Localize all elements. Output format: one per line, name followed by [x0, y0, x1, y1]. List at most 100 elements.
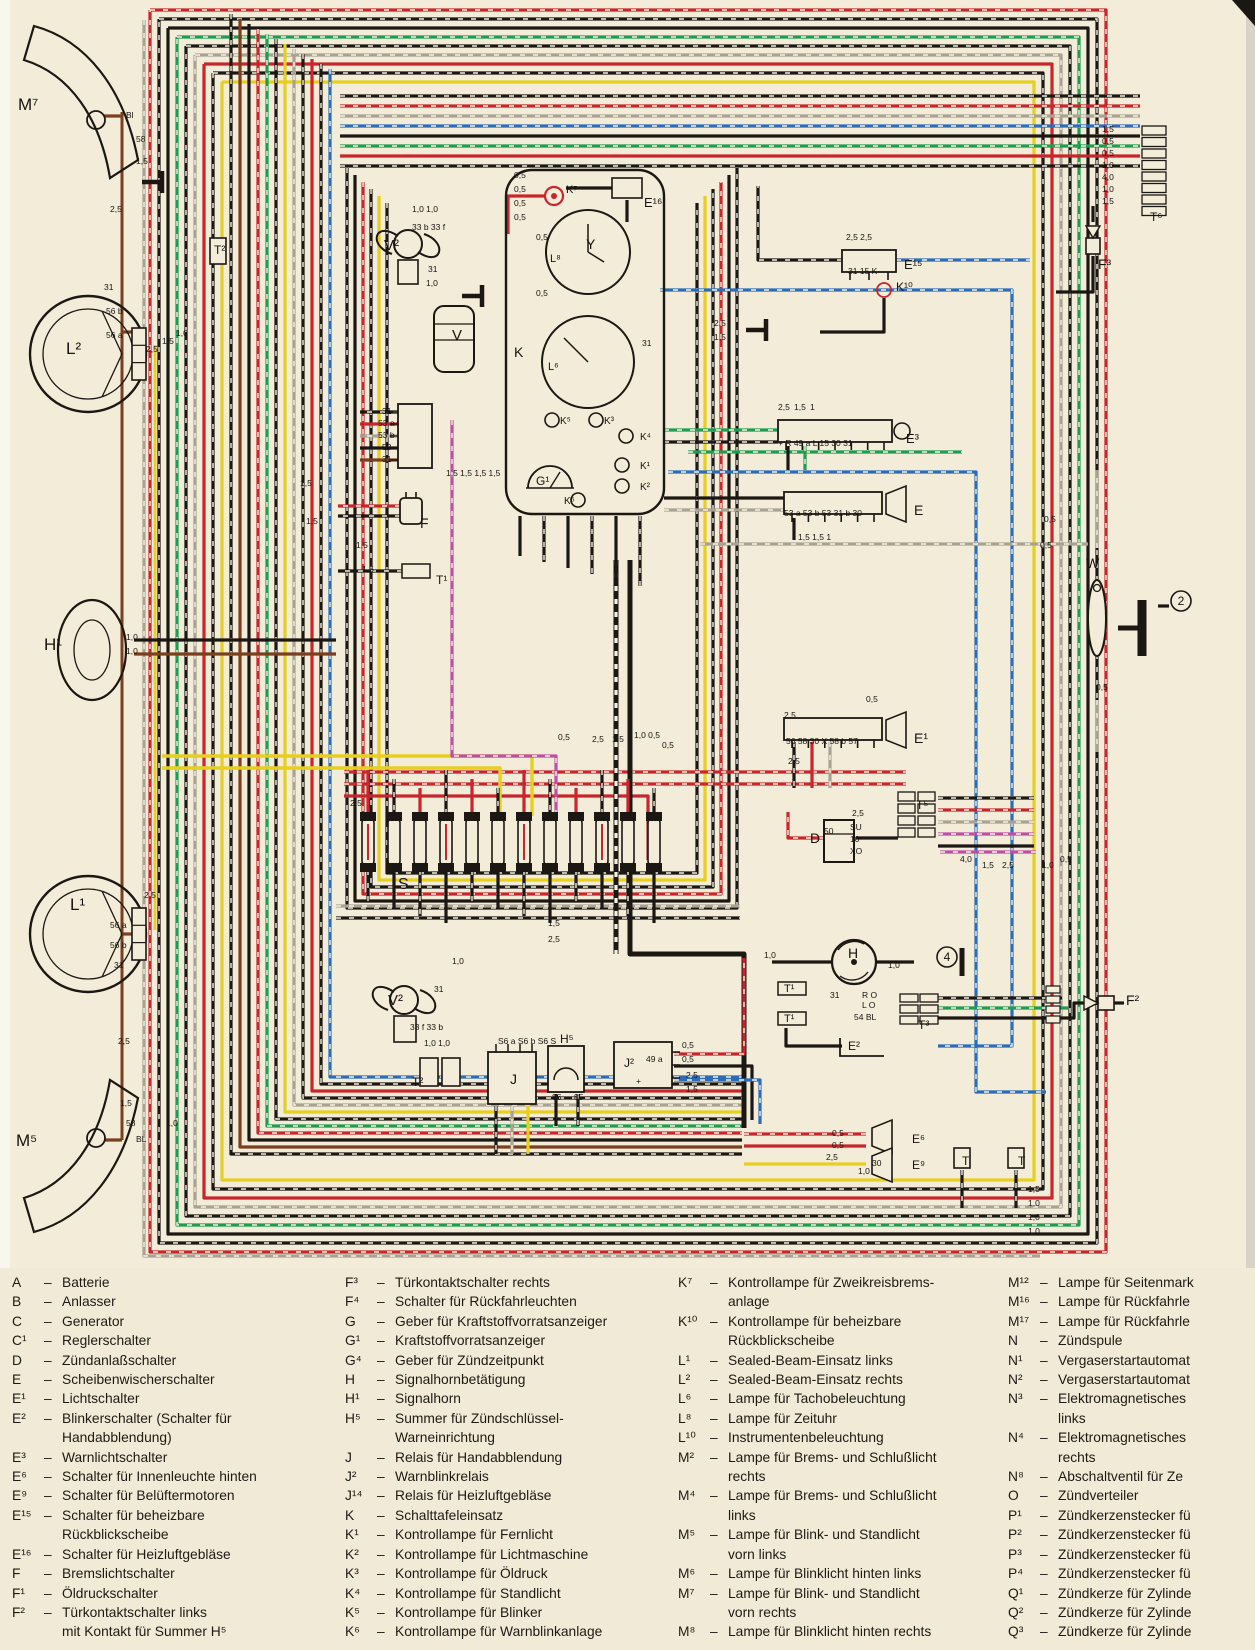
legend-dash: –	[710, 1566, 718, 1582]
terminal-label: 33 f 33 b	[410, 1022, 443, 1032]
wire-stripe	[293, 49, 742, 1106]
terminal-label: 56 a	[110, 920, 127, 930]
terminal-label: 1,5 1,5 1,5 1,5	[446, 468, 501, 478]
legend-description: Generator	[62, 1313, 125, 1329]
legend-entry: F¹–Öldruckschalter	[12, 1584, 334, 1603]
diagram-shape	[516, 812, 532, 821]
wire-stripe	[757, 186, 842, 261]
terminal-label: 2,5	[686, 1070, 698, 1080]
legend-dash: –	[710, 1449, 718, 1465]
legend-entry: J¹⁴–Relais für Heizluftgebläse	[345, 1486, 671, 1505]
legend-dash: –	[377, 1294, 385, 1310]
legend-symbol: K⁷	[678, 1275, 693, 1290]
legend-entry: K–Schalttafeleinsatz	[345, 1506, 671, 1525]
terminal-label: 1,5	[1102, 124, 1114, 134]
legend-description: Scheibenwischerschalter	[62, 1372, 215, 1388]
wire-stripe	[176, 36, 1080, 1226]
legend-description: Schalter für Innenleuchte hinten	[62, 1469, 257, 1485]
legend-description: Bremslichtschalter	[62, 1566, 175, 1582]
legend-description: Vergaserstartautomat	[1058, 1372, 1190, 1388]
speedometer-symbol	[541, 315, 635, 409]
legend-symbol: L⁸	[678, 1410, 692, 1426]
terminal-label: 1,0	[426, 278, 438, 288]
legend-dash: –	[44, 1391, 52, 1407]
terminal-label: 1,5	[1028, 1184, 1040, 1194]
legend-entry: O–Zündverteiler	[1008, 1486, 1255, 1505]
switch-knob	[871, 1146, 893, 1184]
terminal-label: 0,5	[832, 1140, 844, 1150]
diagram-shape	[386, 812, 402, 821]
diagram-shape	[542, 812, 558, 821]
switch-block	[783, 491, 883, 515]
terminal-label: 56 b	[106, 306, 123, 316]
reference-badge-number: 2	[1178, 594, 1185, 608]
terminal-label: 1,0	[1028, 1226, 1040, 1236]
legend-symbol: G¹	[345, 1333, 361, 1349]
wire	[283, 44, 742, 1114]
legend-symbol: N	[1008, 1333, 1018, 1349]
diagram-shape	[438, 812, 454, 821]
legend-entry: M⁸–Lampe für Blinklicht hinten rechts	[678, 1622, 1002, 1641]
legend-entry: G⁴–Geber für Zündzeitpunkt	[345, 1351, 671, 1370]
terminal-label: 2,5	[852, 808, 864, 818]
legend-dash: –	[1040, 1546, 1048, 1562]
legend-dash: –	[44, 1585, 52, 1601]
legend-entry: M⁷–Lampe für Blink- und Standlicht vorn …	[678, 1584, 1002, 1623]
legend-entry: L¹–Sealed-Beam-Einsatz links	[678, 1351, 1002, 1370]
legend-description: Kontrollampe für Fernlicht	[395, 1527, 553, 1543]
legend-symbol: J	[345, 1449, 352, 1465]
connector-cell	[1045, 1005, 1061, 1014]
connector-cell	[1141, 148, 1167, 159]
legend-description: Lampe für Tachobeleuchtung	[728, 1391, 906, 1407]
wire-stripe	[674, 958, 745, 1055]
terminal-label: 2,5	[548, 934, 560, 944]
legend-description: Zündkerzenstecker fü	[1058, 1566, 1191, 1582]
legend-symbol: M⁸	[678, 1624, 696, 1640]
diagram-shape	[837, 940, 865, 951]
legend-dash: –	[1040, 1507, 1048, 1523]
legend-description: Summer für Zündschlüssel- Warneinrichtun…	[395, 1410, 564, 1446]
terminal-label: 2,5	[826, 1152, 838, 1162]
legend-dash: –	[710, 1527, 718, 1543]
connector-cell	[897, 803, 916, 814]
terminal-label: 1,0	[126, 646, 138, 656]
legend-dash: –	[710, 1430, 718, 1446]
legend-entry: J²–Warnblinkrelais	[345, 1467, 671, 1486]
legend-description: Lampe für Blink- und Standlicht vorn lin…	[728, 1527, 920, 1562]
connector-cell	[441, 1057, 461, 1087]
terminal-label: 0,5	[682, 1040, 694, 1050]
legend-entry: N–Zündspule	[1008, 1331, 1255, 1350]
connector-cell	[897, 791, 916, 802]
diagram-shape	[360, 812, 376, 821]
legend-dash: –	[377, 1410, 385, 1426]
legend-entry: H⁵–Summer für Zündschlüssel- Warneinrich…	[345, 1409, 671, 1448]
wire	[353, 175, 731, 903]
component-label: E³	[906, 431, 920, 446]
terminal-label: 1,0	[1102, 160, 1114, 170]
component-label: K⁵	[560, 416, 571, 427]
legend-dash: –	[377, 1469, 385, 1485]
wire	[820, 298, 886, 334]
connector-cell	[917, 815, 936, 826]
terminal-label: 0,5	[514, 198, 526, 208]
reference-badge	[1170, 590, 1192, 612]
legend-dash: –	[377, 1624, 385, 1640]
diagram-shape	[553, 1067, 579, 1081]
terminal-label: 1,0	[764, 950, 776, 960]
terminal-label: 0,5	[514, 184, 526, 194]
diagram-shape	[86, 1128, 106, 1148]
legend-symbol: M¹²	[1008, 1275, 1029, 1290]
legend-symbol: M¹⁷	[1008, 1313, 1030, 1329]
terminal-label: 31	[114, 960, 124, 970]
connector-cell	[777, 981, 807, 996]
component-label: T⁵	[916, 798, 928, 812]
terminal-label: 0,5	[536, 288, 548, 298]
terminal-label: 1,0	[176, 328, 188, 338]
terminal-label: 53	[382, 442, 392, 452]
terminal-label: 1,0	[1028, 1198, 1040, 1208]
legend-description: Öldruckschalter	[62, 1585, 158, 1601]
terminal-label: 1,5	[136, 156, 148, 166]
legend-symbol: P²	[1008, 1527, 1022, 1543]
terminal-label: 1,5	[714, 332, 726, 342]
